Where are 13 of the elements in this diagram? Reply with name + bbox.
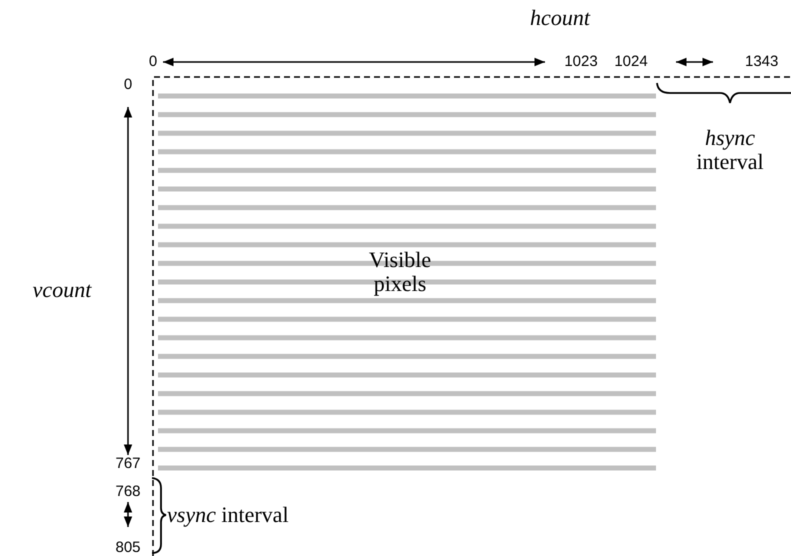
tick-label: 1023 bbox=[564, 54, 598, 70]
tick-label: 0 bbox=[148, 54, 158, 70]
axis-label: vcount bbox=[32, 278, 92, 302]
tick-label: 1343 bbox=[745, 54, 778, 70]
axis-label: hcount bbox=[530, 6, 590, 30]
tick-label: 1024 bbox=[614, 54, 648, 70]
interval-label: hsync interval bbox=[695, 126, 765, 174]
tick-label: 805 bbox=[115, 540, 141, 556]
interval-label: vsync interval bbox=[167, 502, 289, 528]
tick-label: 768 bbox=[115, 484, 141, 500]
region-label: Visible pixels bbox=[368, 248, 432, 296]
tick-label: 767 bbox=[115, 456, 141, 472]
tick-label: 0 bbox=[124, 76, 132, 94]
